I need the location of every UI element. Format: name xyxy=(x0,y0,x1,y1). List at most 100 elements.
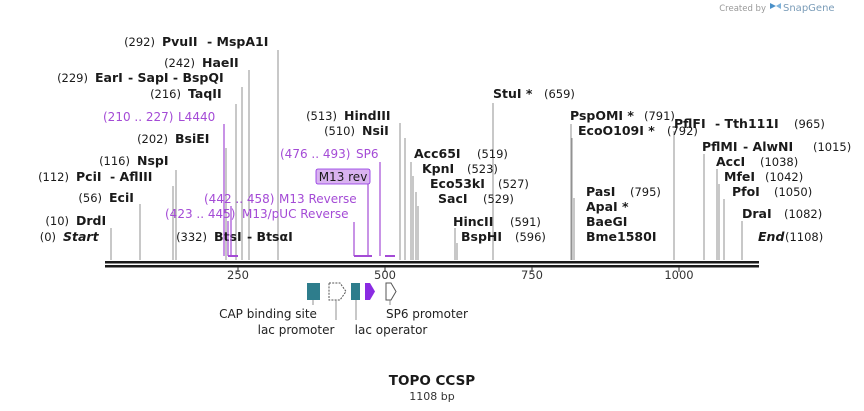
feature-cap-binding-site[interactable] xyxy=(307,283,320,300)
primer-m13-reverse[interactable]: (442 .. 458) M13 Reverse xyxy=(204,192,372,257)
start-label: (0) Start xyxy=(40,229,100,244)
site-baegi[interactable]: BaeGI xyxy=(586,214,627,229)
primer-l4440[interactable]: (210 .. 227) L4440 xyxy=(103,110,238,257)
site-name: Eco53kI xyxy=(430,176,485,191)
feature-label-lac-operator: lac operator xyxy=(355,323,428,337)
feature-lac-promoter-arrow[interactable] xyxy=(328,282,347,301)
site-pflmi[interactable]: PflMI - AlwNI (1015) xyxy=(702,139,851,154)
site-nspi[interactable]: (116) NspI xyxy=(99,153,168,168)
snapgene-credit[interactable]: Created by SnapGene xyxy=(719,3,835,14)
site-mfei[interactable]: MfeI (1042) xyxy=(724,169,803,184)
site-eari[interactable]: (229) EarI - SapI - BspQI xyxy=(57,70,224,85)
site-position: (591) xyxy=(510,215,541,229)
site-name: - MspA1I xyxy=(207,34,268,49)
site-pvuii[interactable]: (292) PvuII - MspA1I xyxy=(124,34,268,49)
site-name: HindIII xyxy=(344,108,391,123)
site-bsphi[interactable]: BspHI (596) xyxy=(461,229,546,244)
site-position: (1042) xyxy=(765,170,803,184)
site-name: BaeGI xyxy=(586,214,627,229)
site-apai[interactable]: ApaI * xyxy=(586,199,629,214)
site-name: EcoO109I * xyxy=(578,123,655,138)
site-name: EarI xyxy=(95,70,123,85)
site-acc65i[interactable]: Acc65I (519) xyxy=(414,146,508,161)
site-position: (792) xyxy=(667,124,698,138)
primer-name: L4440 xyxy=(178,110,215,124)
site-position: (510) xyxy=(324,124,355,138)
tick-label: 250 xyxy=(227,268,249,282)
site-name: PflFI xyxy=(674,116,706,131)
site-acci[interactable]: AccI (1038) xyxy=(716,154,798,169)
site-position: (1082) xyxy=(784,207,822,221)
site-stui[interactable]: StuI * (659) xyxy=(493,86,575,101)
feature-purple-arrow[interactable] xyxy=(365,283,375,300)
site-position: (519) xyxy=(477,147,508,161)
primer-box-label: M13 rev xyxy=(319,170,368,184)
site-name: - BtsαI xyxy=(247,229,293,244)
site-name: HaeII xyxy=(202,55,239,70)
feature-label-sp6: SP6 promoter xyxy=(386,307,468,321)
site-saci[interactable]: SacI (529) xyxy=(438,191,514,206)
feature-lac-operator[interactable] xyxy=(351,283,360,300)
site-eco53ki[interactable]: Eco53kI (527) xyxy=(430,176,529,191)
site-nsii[interactable]: (510) NsiI xyxy=(324,123,389,138)
site-name: NsiI xyxy=(362,123,389,138)
site-drdi[interactable]: (10) DrdI xyxy=(45,213,106,228)
site-kpni[interactable]: KpnI (523) xyxy=(422,161,498,176)
site-position: (112) xyxy=(38,170,69,184)
primer-sp6[interactable]: (476 .. 493) SP6 xyxy=(280,147,395,257)
site-position: (116) xyxy=(99,154,130,168)
site-name: EciI xyxy=(109,190,134,205)
end-position: (1108) xyxy=(785,230,823,244)
tick-label: 500 xyxy=(374,268,396,282)
site-hindiii[interactable]: (513) HindIII xyxy=(306,108,390,123)
site-position: (242) xyxy=(164,56,195,70)
site-bme1580i[interactable]: Bme1580I xyxy=(586,229,656,244)
scale: 250 500 750 1000 xyxy=(227,267,694,282)
site-name: DrdI xyxy=(76,213,106,228)
primer-range: (442 .. 458) xyxy=(204,192,274,206)
site-btsi[interactable]: (332) BtsI - BtsαI xyxy=(176,229,293,244)
site-position: (659) xyxy=(544,87,575,101)
site-ecii[interactable]: (56) EciI xyxy=(78,190,134,205)
site-name: - AflIII xyxy=(110,169,152,184)
site-pflfi[interactable]: PflFI - Tth111I (965) xyxy=(674,116,825,131)
site-position: (795) xyxy=(630,185,661,199)
site-drai[interactable]: DraI (1082) xyxy=(742,206,822,221)
site-position: (216) xyxy=(150,87,181,101)
end-text: End xyxy=(758,229,785,244)
site-name: PfoI xyxy=(732,184,760,199)
site-name: HincII xyxy=(453,214,493,229)
site-name: - AlwNI xyxy=(743,139,793,154)
site-name: BsiEI xyxy=(175,131,209,146)
site-name: - Tth111I xyxy=(715,116,779,131)
site-name: NspI xyxy=(137,153,169,168)
site-pcii[interactable]: (112) PciI - AflIII xyxy=(38,169,152,184)
tick-label: 1000 xyxy=(664,268,693,282)
site-position: (965) xyxy=(794,117,825,131)
site-position: (529) xyxy=(483,192,514,206)
site-taqii[interactable]: (216) TaqII xyxy=(150,86,222,101)
site-pfoi[interactable]: PfoI (1050) xyxy=(732,184,812,199)
site-hincii[interactable]: HincII (591) xyxy=(453,214,541,229)
site-name: SacI xyxy=(438,191,468,206)
primer-m13-rev-box[interactable]: M13 rev xyxy=(315,168,371,256)
feature-leader-lines xyxy=(312,300,391,320)
site-name: PciI xyxy=(76,169,102,184)
site-name: Acc65I xyxy=(414,146,461,161)
site-haeii[interactable]: (242) HaeII xyxy=(164,55,239,70)
site-bsiei[interactable]: (202) BsiEI xyxy=(137,131,209,146)
primer-range: (423 .. 445) xyxy=(165,207,235,221)
feature-sp6-promoter-arrow[interactable] xyxy=(385,282,397,301)
site-position: (1050) xyxy=(774,185,812,199)
site-pasi[interactable]: PasI (795) xyxy=(586,184,661,199)
site-position: (202) xyxy=(137,132,168,146)
site-name: - SapI - BspQI xyxy=(128,70,224,85)
map-length: 1108 bp xyxy=(409,390,454,403)
tick-label: 750 xyxy=(521,268,543,282)
primer-m13-puc-reverse[interactable]: (423 .. 445) M13/pUC Reverse xyxy=(165,207,349,256)
site-position: (10) xyxy=(45,214,69,228)
site-ecoo109i[interactable]: EcoO109I * (792) xyxy=(578,123,698,138)
site-pspomi[interactable]: PspOMI * (791) xyxy=(570,108,675,123)
site-position: (523) xyxy=(467,162,498,176)
start-text: Start xyxy=(63,229,100,244)
